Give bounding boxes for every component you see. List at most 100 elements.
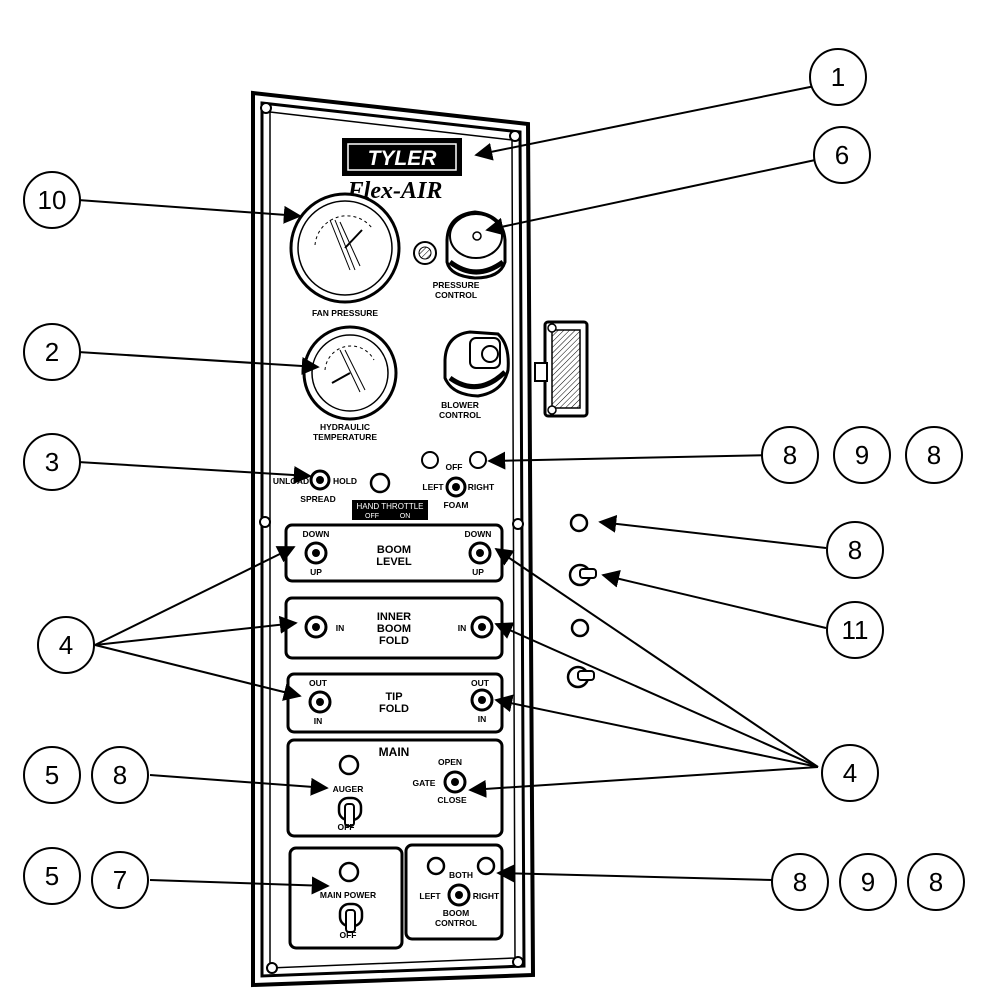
svg-text:7: 7 — [113, 865, 127, 895]
callout-8: 8 — [905, 426, 963, 484]
up-label: UP — [472, 567, 484, 577]
pressure-control-label-2: CONTROL — [435, 290, 477, 300]
hand-throttle-on: ON — [400, 513, 411, 520]
off-label: OFF — [338, 822, 355, 832]
screw-icon — [509, 130, 521, 142]
callout-8: 8 — [761, 426, 819, 484]
blower-control-label-2: CONTROL — [439, 410, 481, 420]
foam-right-indicator-light — [469, 451, 487, 469]
boom-control-label-2: CONTROL — [435, 918, 477, 928]
svg-text:8: 8 — [113, 760, 127, 790]
down-label: DOWN — [303, 529, 330, 539]
callout-6: 6 — [813, 126, 871, 184]
screw-icon — [259, 516, 271, 528]
out-label: OUT — [471, 678, 490, 688]
svg-text:5: 5 — [45, 861, 59, 891]
foam-off-label: OFF — [446, 462, 463, 472]
boom-level-box: DOWN UP BOOM LEVEL DOWN UP — [284, 523, 504, 583]
callout-3: 3 — [23, 433, 81, 491]
main-power-box: MAIN POWER OFF — [288, 846, 404, 950]
blower-control-knob[interactable]: BLOWER CONTROL — [439, 330, 510, 420]
screw-icon — [266, 962, 278, 974]
svg-text:5: 5 — [45, 760, 59, 790]
in-label: IN — [458, 623, 467, 633]
svg-text:4: 4 — [59, 630, 73, 660]
svg-text:4: 4 — [843, 758, 857, 788]
off-label: OFF — [340, 930, 357, 940]
svg-text:8: 8 — [793, 867, 807, 897]
svg-text:10: 10 — [38, 185, 67, 215]
right-label: RIGHT — [473, 891, 500, 901]
hydraulic-temperature-gauge: HYDRAULIC TEMPERATURE — [302, 325, 398, 442]
callout-1: 1 — [809, 48, 867, 106]
callout-7: 7 — [91, 851, 149, 909]
boom-right-indicator-light — [476, 856, 496, 876]
callouts: 1 6 10 2 3 8 9 8 8 11 4 4 5 8 5 7 8 9 8 — [23, 48, 965, 911]
callout-8: 8 — [91, 746, 149, 804]
foam-left-indicator-light — [421, 451, 439, 469]
unload-label: UNLOAD — [273, 476, 309, 486]
callout-8: 8 — [907, 853, 965, 911]
svg-text:2: 2 — [45, 337, 59, 367]
hand-throttle-plate — [352, 500, 428, 520]
hydraulic-temp-label: HYDRAULIC — [320, 422, 370, 432]
callout-8: 8 — [826, 521, 884, 579]
main-title: MAIN — [379, 745, 410, 759]
brand-name: TYLER — [368, 147, 438, 170]
pressure-control-label: PRESSURE — [433, 280, 480, 290]
hand-throttle-label: HAND THROTTLE — [357, 502, 424, 511]
main-power-indicator-light — [338, 861, 360, 883]
close-label: CLOSE — [437, 795, 467, 805]
foam-left-label: LEFT — [422, 482, 444, 492]
callout-4: 4 — [37, 616, 95, 674]
hand-throttle-off: OFF — [365, 513, 379, 520]
up-label: UP — [310, 567, 322, 577]
callout-9: 9 — [839, 853, 897, 911]
screw-icon — [260, 102, 272, 114]
auger-indicator-light — [338, 754, 360, 776]
side-controls — [566, 513, 597, 689]
foam-switch-group: OFF LEFT RIGHT FOAM — [421, 451, 495, 510]
in-label: IN — [478, 714, 487, 724]
svg-text:8: 8 — [783, 440, 797, 470]
hand-throttle-knob[interactable] — [369, 472, 391, 494]
knob-center-icon — [472, 231, 482, 241]
fan-pressure-label: FAN PRESSURE — [312, 308, 378, 318]
foam-label: FOAM — [443, 500, 468, 510]
auger-label: AUGER — [333, 784, 364, 794]
left-label: LEFT — [419, 891, 441, 901]
callout-4: 4 — [821, 744, 879, 802]
in-label: IN — [314, 716, 323, 726]
callout-9: 9 — [833, 426, 891, 484]
side-mounting-bracket — [534, 320, 589, 418]
hold-label: HOLD — [333, 476, 357, 486]
svg-text:9: 9 — [855, 440, 869, 470]
inner-fold-title-2: BOOM — [377, 623, 411, 635]
spread-label: SPREAD — [300, 494, 335, 504]
boom-level-title-2: LEVEL — [376, 556, 412, 568]
main-power-label: MAIN POWER — [320, 890, 376, 900]
svg-text:11: 11 — [842, 615, 869, 645]
svg-text:1: 1 — [831, 62, 845, 92]
screw-icon — [512, 956, 524, 968]
hydraulic-temp-label-2: TEMPERATURE — [313, 432, 377, 442]
svg-text:9: 9 — [861, 867, 875, 897]
svg-text:8: 8 — [927, 440, 941, 470]
inner-fold-title: INNER — [377, 611, 411, 623]
svg-text:8: 8 — [848, 535, 862, 565]
screw-icon — [512, 518, 524, 530]
callout-2: 2 — [23, 323, 81, 381]
gate-label: GATE — [413, 778, 436, 788]
main-box: MAIN AUGER OFF OPEN GATE CLOSE — [286, 738, 504, 838]
boom-level-title: BOOM — [377, 544, 411, 556]
callout-8: 8 — [771, 853, 829, 911]
side-indicator-light — [570, 618, 590, 638]
down-label: DOWN — [465, 529, 492, 539]
inner-fold-title-3: FOLD — [379, 635, 409, 647]
callout-5: 5 — [23, 746, 81, 804]
callout-11: 11 — [826, 601, 884, 659]
side-indicator-light — [569, 513, 589, 533]
boom-control-box: BOTH LEFT RIGHT BOOM CONTROL — [404, 843, 504, 941]
callout-10: 10 — [23, 171, 81, 229]
